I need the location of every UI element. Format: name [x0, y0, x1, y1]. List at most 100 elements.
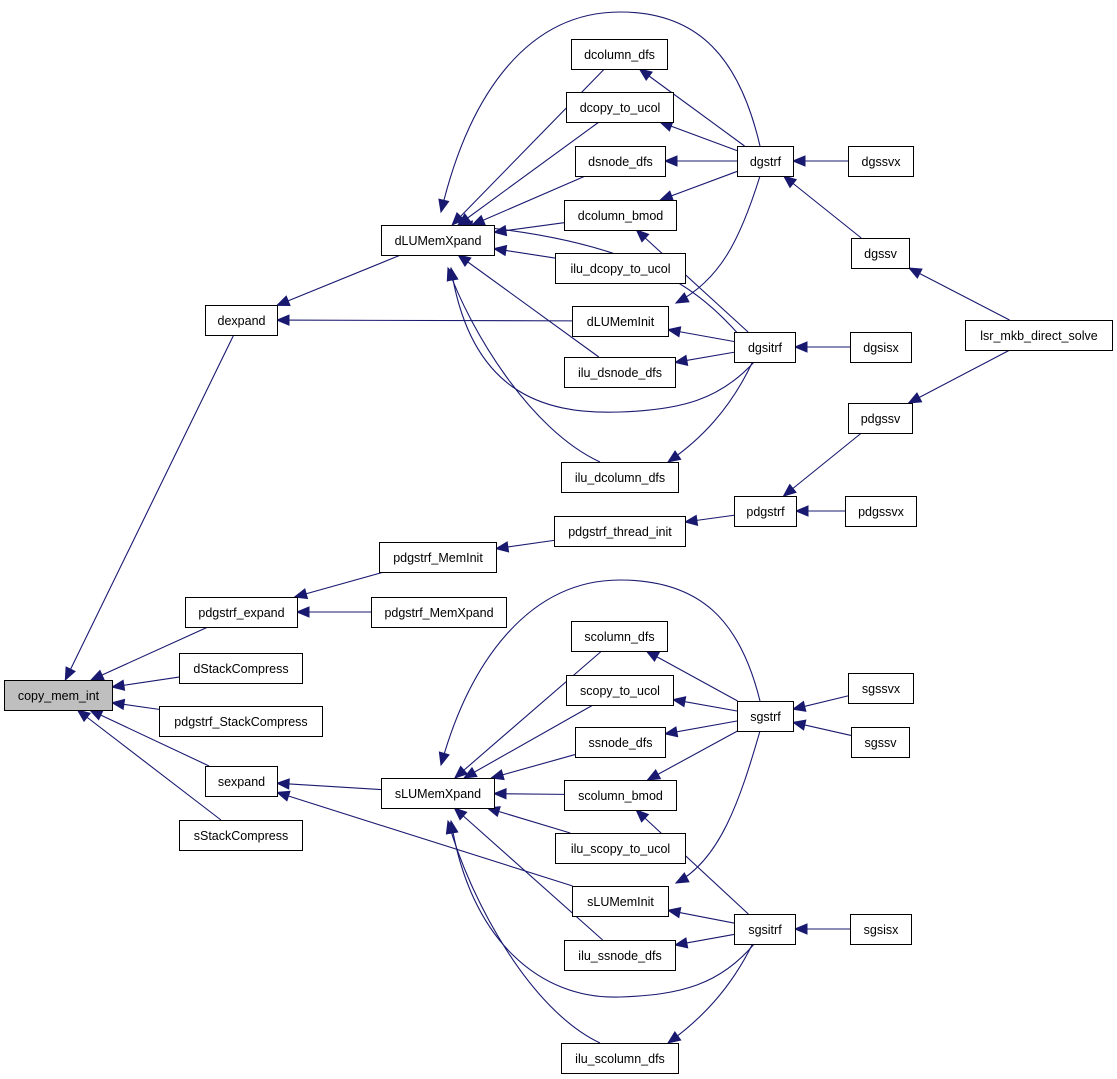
edge-sLUMemInit-to-sexpand	[275, 790, 573, 887]
node-box	[566, 675, 674, 706]
node-sgsitrf[interactable]: sgsitrf	[734, 914, 796, 945]
arrowhead-icon	[683, 514, 699, 526]
node-sLUMemInit[interactable]: sLUMemInit	[572, 886, 669, 917]
node-label: ssnode_dfs	[589, 736, 653, 750]
node-copy-mem-int[interactable]: copy_mem_int	[4, 680, 113, 711]
node-box	[737, 701, 794, 732]
node-dStackCompress[interactable]: dStackCompress	[179, 653, 303, 684]
node-pdgssvx[interactable]: pdgssvx	[845, 496, 917, 527]
node-sexpand[interactable]: sexpand	[205, 766, 278, 797]
node-box	[555, 253, 686, 284]
edge-sgstrf-to-scolumn_bmod	[646, 730, 738, 781]
node-box	[564, 200, 677, 231]
edge-line	[635, 809, 749, 915]
node-lsr-mkb-direct-solve[interactable]: lsr_mkb_direct_solve	[965, 320, 1113, 351]
edge-line	[457, 254, 600, 358]
node-pdgssv[interactable]: pdgssv	[848, 403, 913, 434]
edge-pdgstrf_MemXpand-to-pdgstrf_expand	[295, 606, 371, 618]
node-dLUMemInit[interactable]: dLUMemInit	[572, 306, 669, 337]
node-dcolumn-dfs[interactable]: dcolumn_dfs	[571, 39, 668, 70]
node-dcolumn-bmod[interactable]: dcolumn_bmod	[564, 200, 677, 231]
node-dgssvx[interactable]: dgssvx	[848, 146, 914, 177]
node-dexpand[interactable]: dexpand	[205, 305, 278, 336]
node-label: dcopy_to_ucol	[580, 101, 661, 115]
node-box	[734, 332, 796, 363]
node-ilu-dsnode-dfs[interactable]: ilu_dsnode_dfs	[564, 357, 676, 388]
edge-line	[639, 68, 745, 147]
edge-line	[783, 175, 862, 239]
arrowhead-icon	[782, 175, 798, 189]
edge-line	[450, 820, 756, 998]
node-sgssvx[interactable]: sgssvx	[848, 673, 914, 704]
node-ilu-ssnode-dfs[interactable]: ilu_ssnode_dfs	[564, 940, 676, 971]
node-box	[572, 306, 669, 337]
node-scolumn-dfs[interactable]: scolumn_dfs	[571, 621, 668, 652]
node-label: dgsitrf	[748, 341, 783, 355]
node-ssnode-dfs[interactable]: ssnode_dfs	[575, 727, 666, 758]
edge-line	[491, 754, 576, 779]
node-label: scolumn_dfs	[584, 630, 654, 644]
node-ilu-dcolumn-dfs[interactable]: ilu_dcolumn_dfs	[561, 462, 679, 493]
node-box	[159, 706, 323, 737]
node-pdgstrf-MemXpand[interactable]: pdgstrf_MemXpand	[371, 597, 507, 628]
arrowhead-icon	[673, 354, 689, 366]
node-label: sexpand	[218, 775, 265, 789]
node-scolumn-bmod[interactable]: scolumn_bmod	[564, 780, 677, 811]
node-dgsisx[interactable]: dgsisx	[850, 332, 912, 363]
node-dgstrf[interactable]: dgstrf	[737, 146, 794, 177]
edge-line	[77, 709, 222, 821]
arrowhead-icon	[88, 709, 104, 721]
node-pdgstrf-expand[interactable]: pdgstrf_expand	[185, 597, 298, 628]
arrowhead-icon	[275, 295, 291, 306]
arrowhead-icon	[494, 541, 510, 553]
node-label: sLUMemXpand	[395, 787, 481, 801]
edge-ilu_dsnode_dfs-to-dLUMemXpand	[457, 254, 600, 358]
node-pdgstrf-MemInit[interactable]: pdgstrf_MemInit	[379, 542, 497, 573]
edge-line	[453, 807, 604, 941]
edge-dgstrf-to-dLUMemXpand	[438, 11, 761, 214]
node-dLUMemXpand[interactable]: dLUMemXpand	[381, 225, 495, 256]
node-sStackCompress[interactable]: sStackCompress	[179, 820, 303, 851]
node-dgssv[interactable]: dgssv	[851, 238, 910, 269]
node-sgsisx[interactable]: sgsisx	[850, 914, 912, 945]
node-label: sgsisx	[864, 923, 899, 937]
edge-scopy_to_ucol-to-sLUMemXpand	[462, 704, 594, 779]
node-box	[850, 914, 912, 945]
node-sgssv[interactable]: sgssv	[851, 727, 910, 758]
edge-dgssv-to-dgstrf	[782, 175, 862, 239]
edge-ssnode_dfs-to-sLUMemXpand	[489, 754, 576, 781]
edge-pdgssvx-to-pdgstrf	[794, 505, 845, 517]
edge-line	[675, 175, 761, 304]
node-dsnode-dfs[interactable]: dsnode_dfs	[575, 146, 666, 177]
node-pdgstrf-thread-init[interactable]: pdgstrf_thread_init	[554, 516, 686, 547]
edge-sgstrf-to-sLUMemXpand	[438, 579, 761, 767]
edge-pdgstrf_StackCompress-to-copy_mem_int	[110, 698, 160, 711]
node-label: sLUMemInit	[587, 895, 654, 909]
edge-line	[646, 650, 738, 702]
edge-ilu_scopy_to_ucol-to-sLUMemXpand	[486, 806, 571, 834]
arrowhead-icon	[110, 679, 126, 691]
node-box	[848, 673, 914, 704]
arrowhead-icon	[794, 505, 809, 517]
edge-line	[457, 121, 600, 226]
node-pdgstrf-StackCompress[interactable]: pdgstrf_StackCompress	[159, 706, 323, 737]
arrowhead-icon	[782, 483, 797, 497]
arrowhead-icon	[492, 244, 508, 257]
node-pdgstrf[interactable]: pdgstrf	[734, 496, 797, 527]
arrowhead-icon	[275, 778, 290, 790]
node-label: dgstrf	[750, 155, 782, 169]
node-dgsitrf[interactable]: dgsitrf	[734, 332, 796, 363]
edge-line	[447, 267, 601, 463]
arrowhead-icon	[793, 341, 808, 353]
node-ilu-dcopy-to-ucol[interactable]: ilu_dcopy_to_ucol	[555, 253, 686, 284]
node-ilu-scopy-to-ucol[interactable]: ilu_scopy_to_ucol	[555, 833, 686, 864]
edge-sgstrf-to-sLUMemInit	[674, 730, 761, 884]
node-dcopy-to-ucol[interactable]: dcopy_to_ucol	[566, 92, 674, 123]
node-scopy-to-ucol[interactable]: scopy_to_ucol	[566, 675, 674, 706]
node-box	[850, 332, 912, 363]
arrowhead-icon	[666, 1031, 682, 1044]
edge-dLUMemXpand-to-dexpand	[275, 254, 401, 306]
node-sgstrf[interactable]: sgstrf	[737, 701, 794, 732]
node-sLUMemXpand[interactable]: sLUMemXpand	[381, 778, 495, 809]
node-ilu-scolumn-dfs[interactable]: ilu_scolumn_dfs	[561, 1043, 679, 1074]
